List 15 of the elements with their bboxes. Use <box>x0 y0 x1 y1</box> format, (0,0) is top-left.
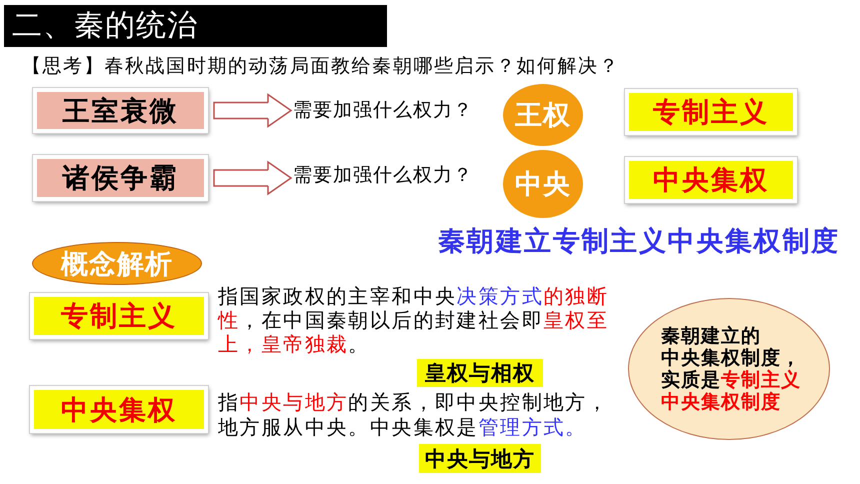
keyword-highlight: 皇权与相权 <box>417 359 543 387</box>
section-badge: 概念解析 <box>32 242 202 285</box>
definition-text: 指中央与地方的关系，即中央控制地方，地方服从中央。中央集权是管理方式。 <box>218 390 610 440</box>
hollow-arrow <box>213 161 292 195</box>
summary-ellipse: 秦朝建立的中央集权制度，实质是专制主义中央集权制度 <box>628 298 830 440</box>
prompt-text: 需要加强什么权力？ <box>293 98 473 122</box>
keyword-highlight: 中央与地方 <box>419 444 541 473</box>
hollow-arrow <box>213 94 292 128</box>
definition-text: 指国家政权的主宰和中央决策方式的独断性，在中国秦朝以后的封建社会即皇权至上，皇帝独裁。 <box>218 284 610 356</box>
prompt-text: 需要加强什么权力？ <box>293 163 473 187</box>
question-text: 【思考】春秋战国时期的动荡局面教给秦朝哪些启示？如何解决？ <box>22 54 620 78</box>
slide-title: 二、秦的统治 <box>4 5 387 47</box>
conclusion-heading: 秦朝建立专制主义中央集权制度 <box>438 226 840 258</box>
answer-bubble: 王权 <box>503 84 583 146</box>
answer-bubble: 中央 <box>503 150 583 218</box>
